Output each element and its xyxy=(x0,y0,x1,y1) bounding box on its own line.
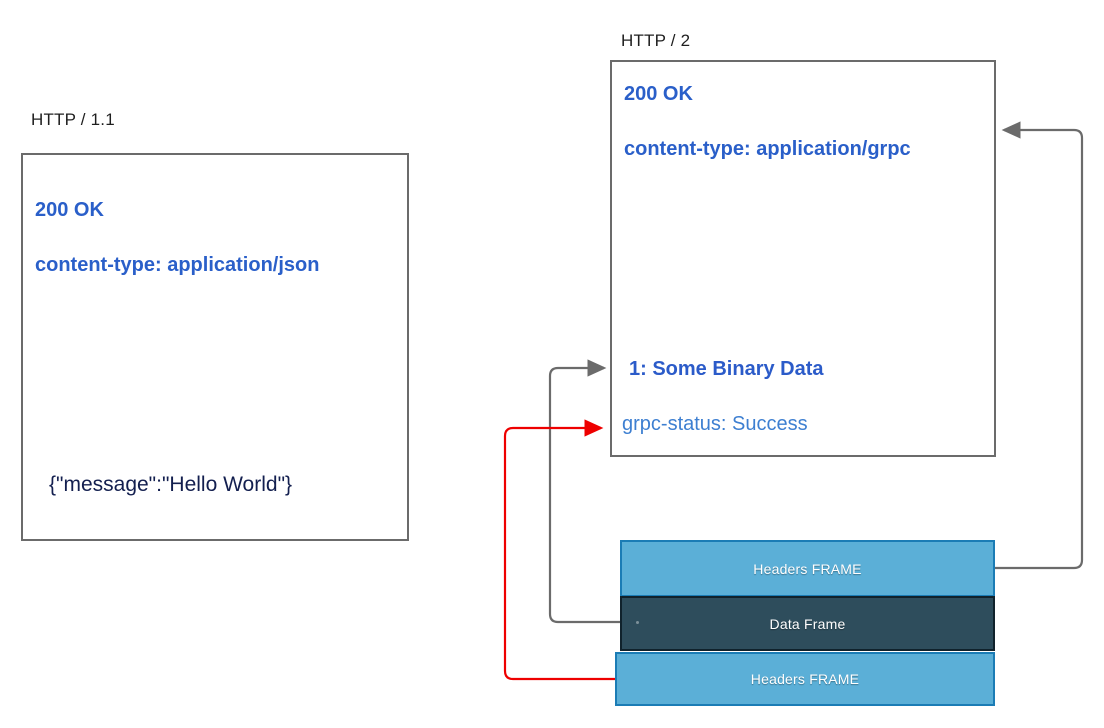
headers-frame-top: Headers FRAME xyxy=(620,540,995,597)
http11-caption: HTTP / 1.1 xyxy=(31,110,115,129)
headers-frame-bottom: Headers FRAME xyxy=(615,652,995,706)
http2-grpc-status-line: grpc-status: Success xyxy=(622,413,808,435)
headers-frame-top-label: Headers FRAME xyxy=(753,560,862,577)
http2-caption: HTTP / 2 xyxy=(621,31,691,50)
http2-response-box: 200 OK content-type: application/grpc 1:… xyxy=(610,60,996,457)
http2-content-type: content-type: application/grpc xyxy=(624,138,911,160)
http11-content-type: content-type: application/json xyxy=(35,254,320,276)
connector-headers-frame-top-to-http2-box xyxy=(995,121,1084,570)
data-frame: Data Frame xyxy=(620,596,995,651)
http11-body-json: {"message":"Hello World"} xyxy=(49,473,293,496)
headers-frame-bottom-label: Headers FRAME xyxy=(750,671,860,687)
http11-response-box: 200 OK content-type: application/json {"… xyxy=(21,153,409,541)
http2-status-line: 200 OK xyxy=(624,83,693,105)
http2-binary-data-line: 1: Some Binary Data xyxy=(629,358,824,380)
connector-headers-frame-bottom-to-grpc-status xyxy=(503,419,615,681)
data-frame-label: Data Frame xyxy=(769,615,846,632)
http11-status-line: 200 OK xyxy=(35,199,104,221)
data-frame-marker-dot xyxy=(636,621,639,624)
